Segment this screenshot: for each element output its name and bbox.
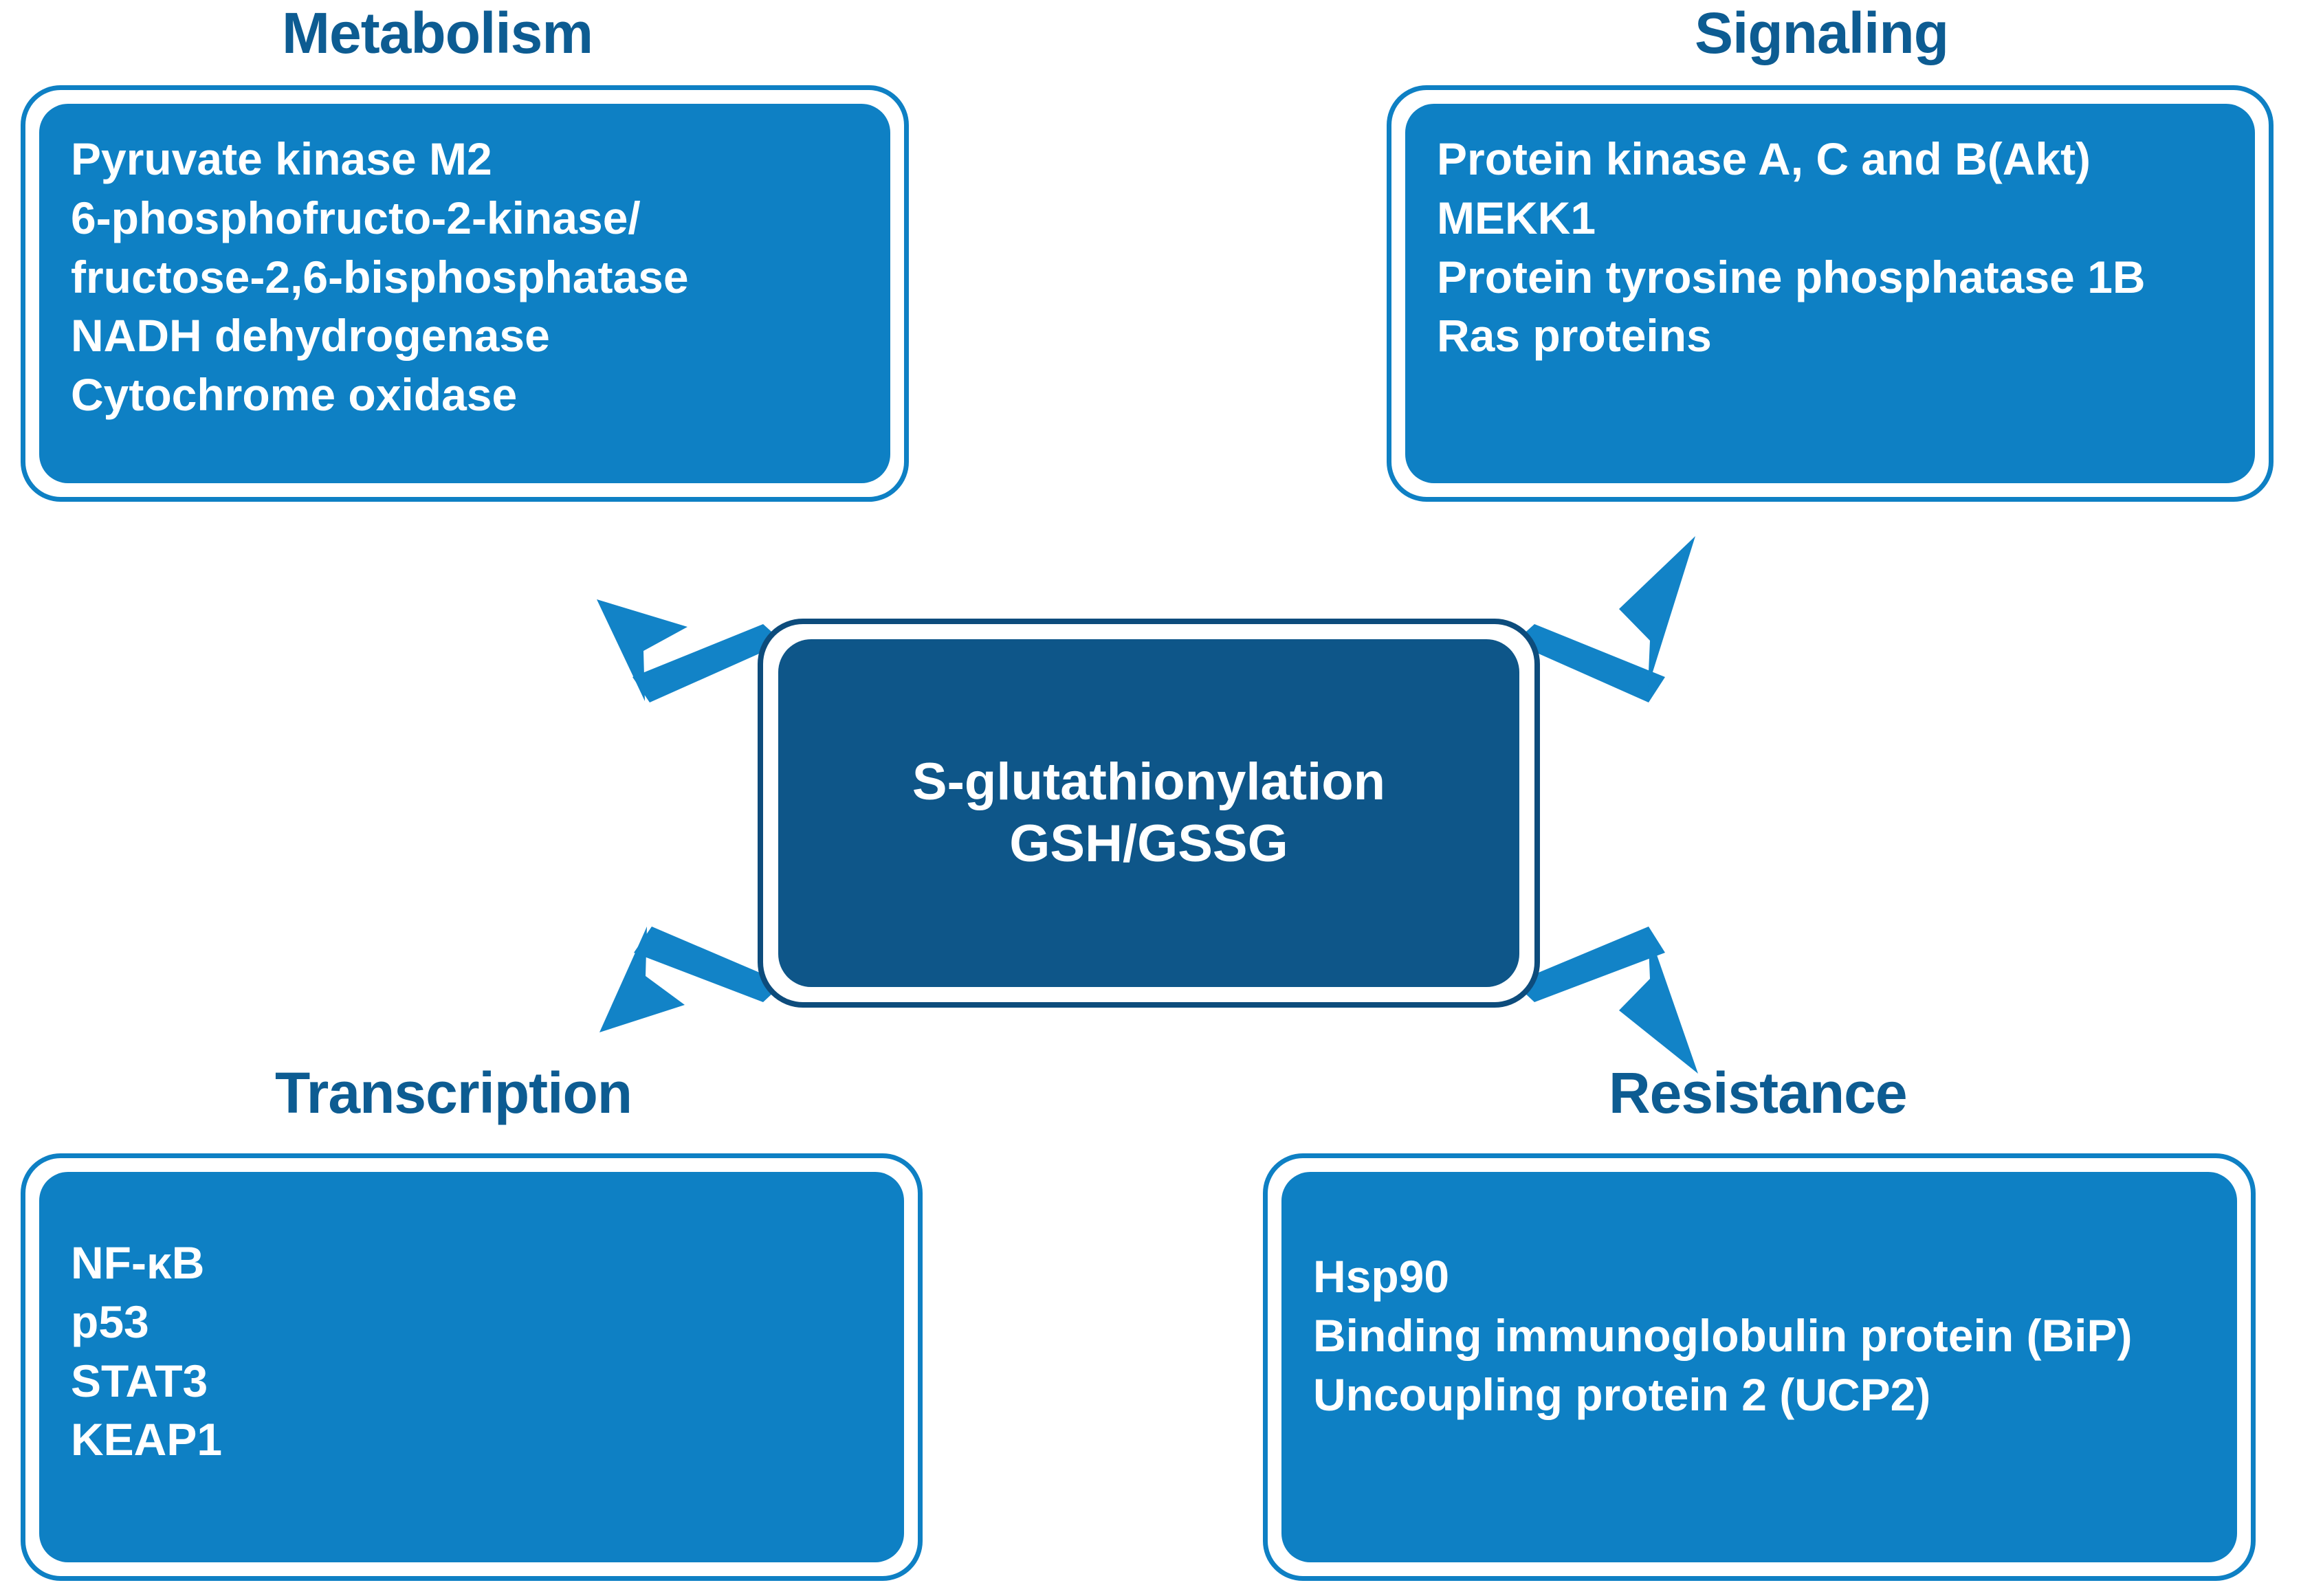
panel-signaling: Protein kinase A, C and B(Akt) MEKK1 Pro… — [1387, 85, 2274, 502]
arrow-to-signaling — [1514, 536, 1695, 702]
list-item: 6-phosphofructo-2-kinase/ — [71, 192, 641, 243]
panel-metabolism: Pyruvate kinase M2 6-phosphofructo-2-kin… — [21, 85, 909, 502]
list-item: MEKK1 — [1437, 192, 1596, 243]
panel-transcription-body: NF-κB p53 STAT3 KEAP1 — [39, 1172, 904, 1562]
panel-resistance-body: Hsp90 Binding immunoglobulin protein (Bi… — [1281, 1172, 2237, 1562]
list-item: Hsp90 — [1313, 1251, 1450, 1302]
list-item: Protein tyrosine phosphatase 1B — [1437, 251, 2146, 302]
list-item: KEAP1 — [71, 1414, 223, 1465]
list-item: Ras proteins — [1437, 310, 1712, 362]
panel-transcription: NF-κB p53 STAT3 KEAP1 — [21, 1153, 923, 1581]
section-title-transcription: Transcription — [275, 1061, 632, 1125]
list-item: Uncoupling protein 2 (UCP2) — [1313, 1368, 1931, 1420]
list-item: STAT3 — [71, 1355, 208, 1406]
arrow-to-resistance — [1514, 927, 1698, 1074]
center-hub-line-2: GSH/GSSG — [1009, 814, 1288, 873]
list-item: Binding immunoglobulin protein (BiP) — [1313, 1309, 2133, 1361]
list-item: NF-κB — [71, 1237, 205, 1288]
section-title-signaling: Signaling — [1695, 1, 1949, 65]
panel-resistance: Hsp90 Binding immunoglobulin protein (Bi… — [1263, 1153, 2256, 1581]
list-item: fructose-2,6-bisphosphatase — [71, 251, 689, 302]
arrow-to-metabolism — [597, 599, 784, 702]
panel-signaling-body: Protein kinase A, C and B(Akt) MEKK1 Pro… — [1405, 104, 2255, 483]
section-title-resistance: Resistance — [1609, 1061, 1908, 1125]
list-item: NADH dehydrogenase — [71, 310, 550, 362]
arrow-to-transcription — [599, 927, 784, 1032]
center-hub-line-1: S-glutathionylation — [912, 753, 1386, 812]
center-hub-body: S-glutathionylation GSH/GSSG — [778, 639, 1519, 987]
list-item: Pyruvate kinase M2 — [71, 133, 492, 184]
list-item: Cytochrome oxidase — [71, 369, 518, 421]
center-hub: S-glutathionylation GSH/GSSG — [758, 619, 1540, 1008]
panel-metabolism-body: Pyruvate kinase M2 6-phosphofructo-2-kin… — [39, 104, 890, 483]
list-item: p53 — [71, 1296, 149, 1347]
section-title-metabolism: Metabolism — [282, 1, 593, 65]
list-item: Protein kinase A, C and B(Akt) — [1437, 133, 2091, 184]
